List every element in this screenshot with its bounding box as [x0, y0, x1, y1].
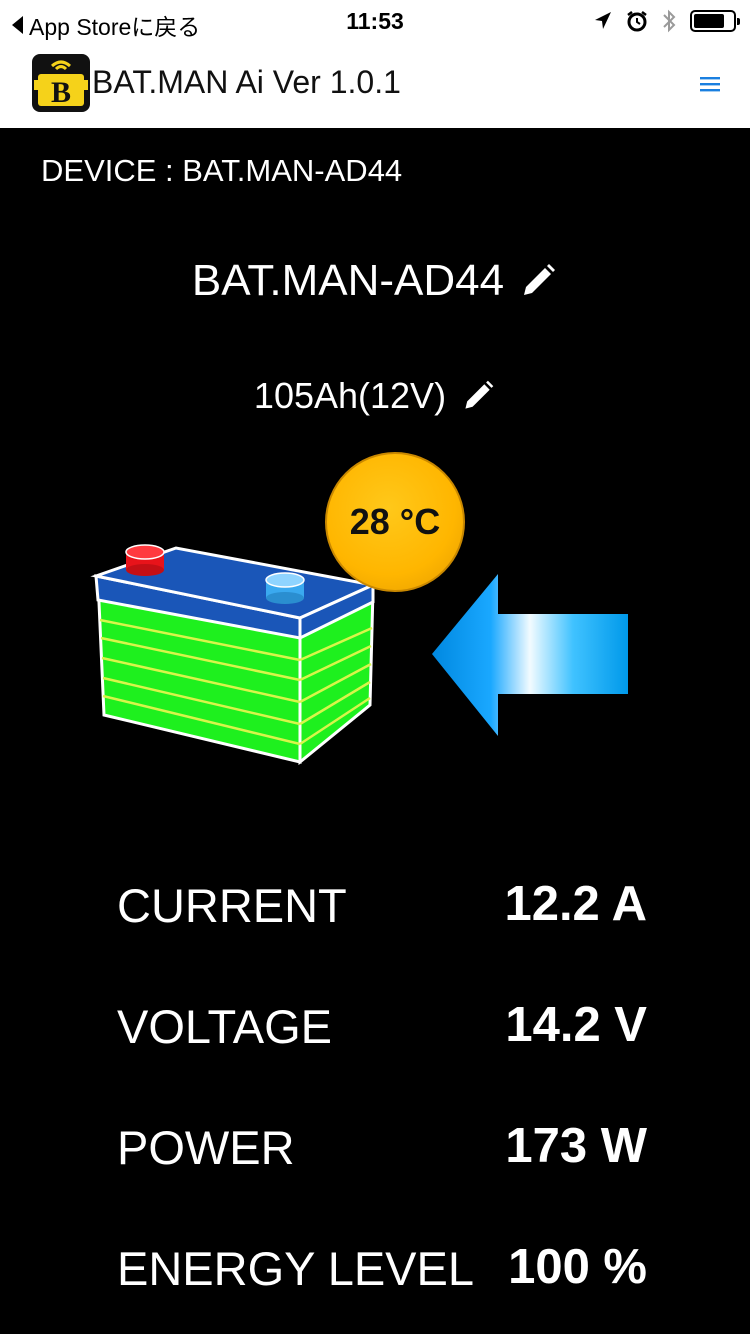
- charging-arrow-icon: [432, 574, 628, 736]
- metric-label: POWER: [117, 1121, 295, 1174]
- metric-value: 12.2 A: [504, 877, 647, 931]
- back-to-app-store-link[interactable]: App Storeに戻る: [12, 8, 200, 42]
- back-arrow-icon: [12, 16, 23, 34]
- status-battery-icon: [690, 10, 740, 32]
- bluetooth-icon: [663, 9, 676, 33]
- app-logo: B: [32, 54, 90, 112]
- edit-capacity-pencil-icon[interactable]: [460, 378, 496, 414]
- status-bar: App Storeに戻る 11:53: [0, 0, 750, 42]
- metric-label: CURRENT: [117, 879, 347, 932]
- metric-label: ENERGY LEVEL: [117, 1242, 475, 1295]
- metric-label: VOLTAGE: [117, 1000, 333, 1053]
- metric-current: CURRENT 12.2 A: [117, 870, 647, 940]
- metric-value: 14.2 V: [505, 998, 647, 1052]
- status-icons: [594, 9, 740, 33]
- positive-terminal-icon: [125, 544, 165, 576]
- status-battery-fill: [694, 14, 725, 28]
- metric-voltage: VOLTAGE 14.2 V: [117, 991, 647, 1061]
- metric-power: POWER 173 W: [117, 1112, 647, 1182]
- battery-illustration: [90, 544, 378, 766]
- app-title: BAT.MAN Ai Ver 1.0.1: [92, 64, 401, 100]
- metric-energy-level: ENERGY LEVEL 100 %: [117, 1233, 647, 1303]
- device-label: DEVICE : BAT.MAN-AD44: [41, 153, 403, 188]
- edit-device-name-pencil-icon[interactable]: [518, 261, 558, 301]
- device-name-row: BAT.MAN-AD44: [0, 256, 750, 306]
- temperature-value: 28 °C: [349, 501, 441, 542]
- back-label: App Storeに戻る: [29, 14, 201, 40]
- capacity-row: 105Ah(12V): [0, 375, 750, 417]
- hamburger-menu-icon[interactable]: [698, 72, 722, 96]
- temperature-badge: 28 °C: [325, 452, 465, 592]
- status-time: 11:53: [346, 8, 404, 34]
- metric-value: 173 W: [505, 1119, 647, 1173]
- app-header: B BAT.MAN Ai Ver 1.0.1: [0, 42, 750, 128]
- logo-letter: B: [51, 76, 71, 109]
- batman-logo-icon: B: [34, 60, 88, 109]
- negative-terminal-icon: [265, 572, 305, 604]
- location-arrow-icon: [595, 12, 611, 29]
- metric-value: 100 %: [508, 1240, 647, 1294]
- battery-capacity: 105Ah(12V): [253, 375, 447, 416]
- device-name: BAT.MAN-AD44: [191, 256, 505, 305]
- alarm-icon: [627, 11, 647, 32]
